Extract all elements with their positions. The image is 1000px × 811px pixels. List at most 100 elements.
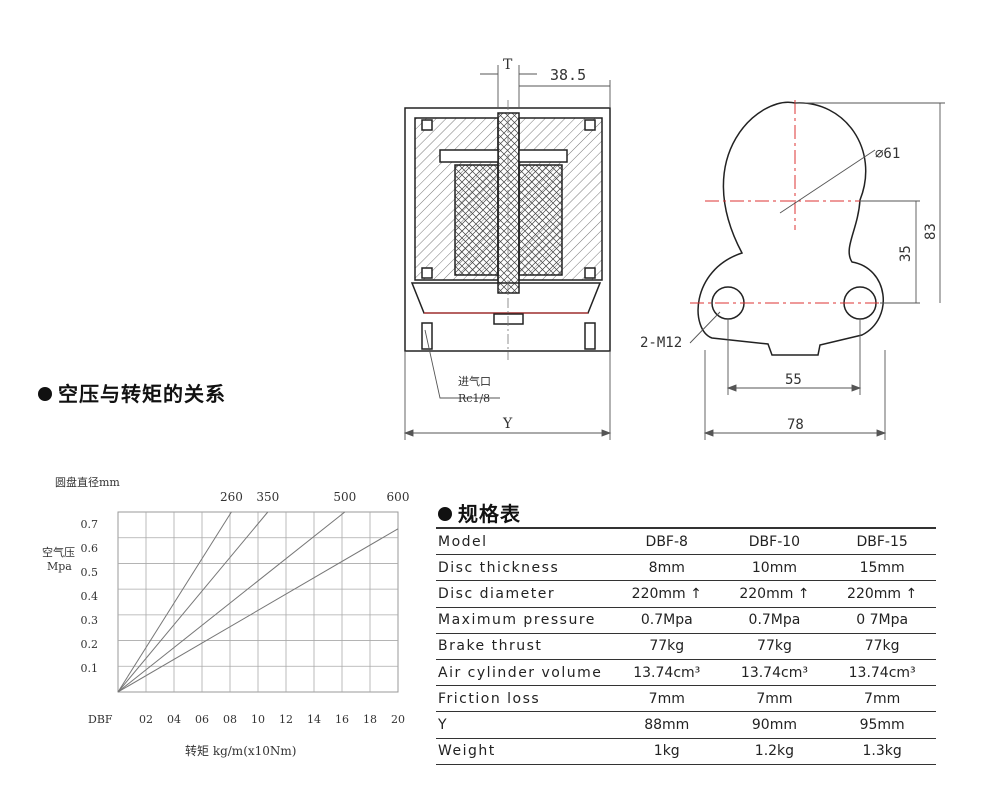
dim-55: 55	[785, 372, 802, 388]
chart-series-line	[117, 528, 399, 693]
chart-ylabel-line1: 空气压	[42, 545, 75, 559]
spec-row: Air cylinder volume 13.74cm³ 13.74cm³ 13…	[436, 659, 936, 687]
bullet-icon	[438, 506, 452, 521]
spec-cell: 1.2kg	[720, 738, 829, 765]
chart-x-tick-label: 12	[279, 713, 293, 726]
chart-y-tick-label: 0.4	[81, 590, 99, 603]
spec-header-col: DBF-15	[828, 527, 936, 556]
chart-y-tick-label: 0.5	[81, 566, 99, 579]
spec-row-label: Disc thickness	[436, 554, 613, 582]
chart-series-line	[117, 511, 346, 693]
bullet-icon	[38, 386, 52, 401]
pressure-torque-chart: 圆盘直径mm 空气压 Mpa DBF 转矩 kg/m(x10Nm) 02 04 06…	[42, 475, 410, 758]
spec-row-label: Disc diameter	[436, 580, 613, 608]
chart-x-tick-label: 04	[167, 713, 181, 726]
spec-header-label: Model	[436, 527, 613, 556]
spec-cell: 77kg	[828, 633, 936, 660]
technical-drawing: T 38.5 Y 进气口 Rc1/8 ⌀61	[403, 57, 945, 440]
spec-cell: 13.74cm³	[828, 659, 936, 687]
spec-row-label: Y	[436, 711, 613, 739]
spec-cell: 220mm ↑	[828, 580, 936, 608]
flange-dimensions	[689, 102, 945, 440]
spec-row-label: Maximum pressure	[436, 607, 613, 634]
section-view	[404, 100, 611, 360]
chart-x-tick-label: 06	[195, 713, 209, 726]
chart-series-label: 350	[256, 490, 279, 504]
chart-x-tick-label: 20	[391, 713, 405, 726]
pressure-torque-heading: 空压与转矩的关系	[38, 378, 226, 407]
spec-row: Disc thickness 8mm 10mm 15mm	[436, 554, 936, 582]
spec-cell: 7mm	[612, 685, 721, 713]
spec-cell: 220mm ↑	[720, 580, 829, 608]
pressure-torque-title: 空压与转矩的关系	[58, 382, 226, 406]
spec-cell: 0.7Mpa	[612, 607, 721, 634]
spec-cell: 220mm ↑	[612, 580, 721, 608]
spec-header-row: Model DBF-8 DBF-10 DBF-15	[436, 527, 936, 556]
spec-cell: 95mm	[828, 711, 936, 739]
spec-cell: 15mm	[828, 554, 936, 582]
spec-cell: 0 7Mpa	[828, 607, 936, 634]
dim-35: 35	[898, 245, 914, 262]
dimension-line-Y	[403, 351, 612, 440]
spec-row-label: Air cylinder volume	[436, 659, 613, 687]
spec-cell: 7mm	[828, 685, 936, 713]
spec-cell: 10mm	[720, 554, 829, 582]
chart-x-tick-label: 18	[363, 713, 377, 726]
spec-table: Model DBF-8 DBF-10 DBF-15 Disc thickness…	[436, 527, 936, 765]
chart-y-tick-label: 0.6	[81, 542, 99, 555]
chart-y-tick-label: 0.2	[81, 638, 99, 651]
spec-header-col: DBF-8	[612, 527, 721, 556]
chart-y-tick-label: 0.3	[81, 614, 99, 627]
spec-row: Friction loss 7mm 7mm 7mm	[436, 685, 936, 713]
chart-x-tick-label: 02	[139, 713, 153, 726]
dim-T: T	[503, 57, 513, 73]
spec-cell: 88mm	[612, 711, 721, 739]
chart-series-label: 500	[333, 490, 356, 504]
chart-x-tick-label: 08	[223, 713, 237, 726]
spec-row: Disc diameter 220mm ↑ 220mm ↑ 220mm ↑	[436, 580, 936, 608]
dim-38-5: 38.5	[550, 66, 586, 84]
chart-x-tick-label: 10	[251, 713, 265, 726]
air-inlet-thread: Rc1/8	[458, 392, 490, 405]
chart-series-line	[117, 511, 232, 693]
air-inlet-leader	[424, 329, 500, 399]
spec-title: 规格表	[458, 502, 521, 526]
air-inlet-label: 进气口	[458, 374, 491, 388]
spec-cell: 8mm	[612, 554, 721, 582]
spec-cell: 13.74cm³	[720, 659, 829, 687]
flange-centerlines	[690, 100, 900, 304]
spec-cell: 1kg	[612, 738, 721, 765]
chart-x-tick-label: 16	[335, 713, 349, 726]
spec-cell: 7mm	[720, 685, 829, 713]
dim-Y: Y	[502, 416, 513, 432]
chart-top-axis-label: 圆盘直径mm	[55, 475, 120, 489]
spec-cell: 1.3kg	[828, 738, 936, 765]
spec-header-col: DBF-10	[720, 527, 829, 556]
dimension-lines-top	[480, 65, 611, 108]
chart-y-tick-label: 0.7	[81, 518, 99, 531]
dim-78: 78	[787, 417, 804, 433]
chart-ylabel-line2: Mpa	[47, 560, 72, 573]
spec-row: Brake thrust 77kg 77kg 77kg	[436, 633, 936, 660]
spec-row-label: Brake thrust	[436, 633, 613, 660]
spec-row-label: Weight	[436, 738, 613, 765]
spec-cell: 90mm	[720, 711, 829, 739]
dim-83: 83	[923, 223, 939, 240]
spec-row: Maximum pressure 0.7Mpa 0.7Mpa 0 7Mpa	[436, 607, 936, 634]
spec-row: Y 88mm 90mm 95mm	[436, 711, 936, 739]
spec-cell: 77kg	[720, 633, 829, 660]
chart-xlabel: 转矩 kg/m(x10Nm)	[185, 743, 296, 758]
spec-cell: 77kg	[612, 633, 721, 660]
chart-x-origin-label: DBF	[88, 713, 113, 726]
dim-diameter: ⌀61	[875, 146, 900, 162]
spec-cell: 13.74cm³	[612, 659, 721, 687]
spec-row: Weight 1kg 1.2kg 1.3kg	[436, 738, 936, 765]
chart-series-line	[117, 511, 269, 693]
chart-series-label: 600	[387, 490, 410, 504]
spec-row-label: Friction loss	[436, 685, 613, 713]
chart-x-tick-label: 14	[307, 713, 321, 726]
dim-mount: 2-M12	[640, 335, 682, 351]
spec-cell: 0.7Mpa	[720, 607, 829, 634]
chart-series-label: 260	[220, 490, 243, 504]
flange-view	[697, 101, 884, 356]
